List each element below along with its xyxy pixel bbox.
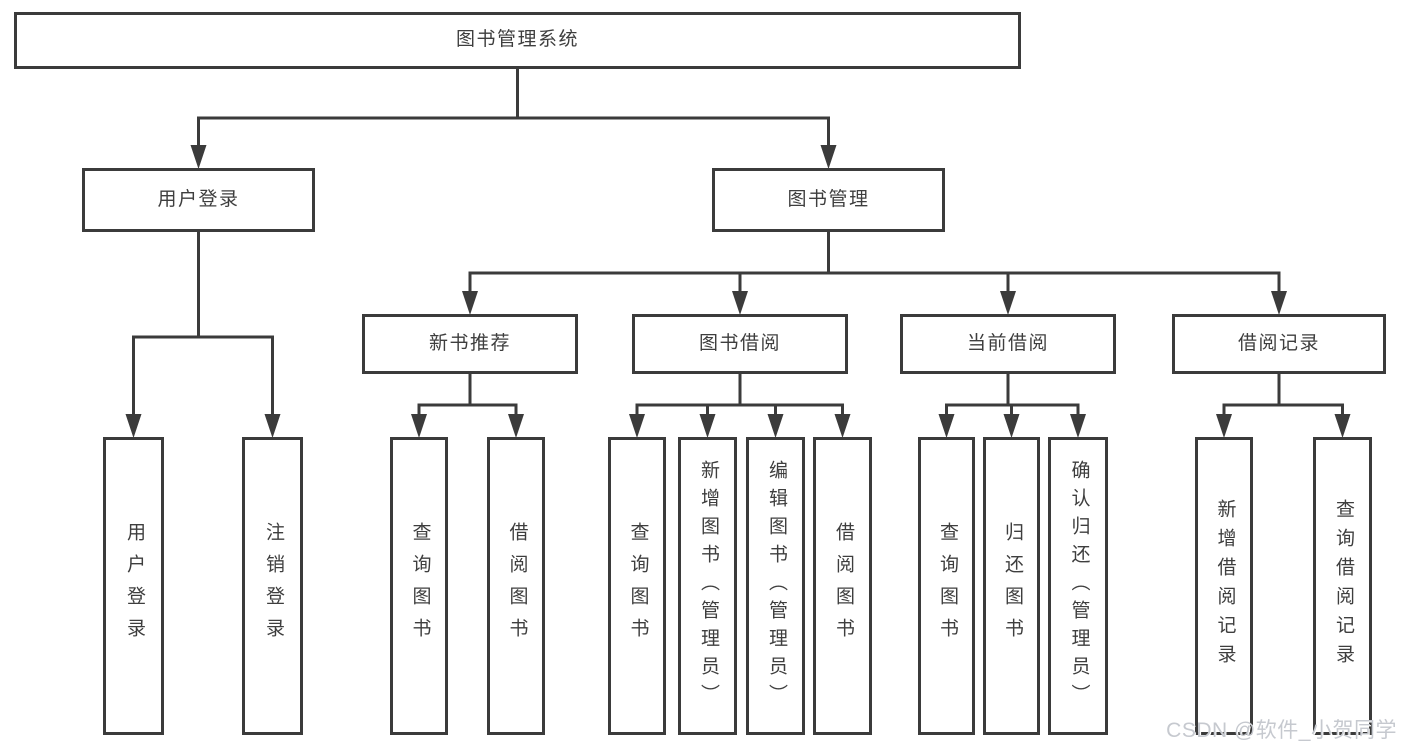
diagram-node-label: 查询图书 xyxy=(936,522,958,650)
diagram-node-label: 图书管理 xyxy=(787,188,870,210)
diagram-node-leaf-return-book: 归还图书 xyxy=(983,437,1040,735)
arrowhead-icon xyxy=(1000,291,1016,315)
arrowhead-icon xyxy=(767,414,784,438)
diagram-node-label: 确认归还（管理员） xyxy=(1068,460,1090,712)
arrowhead-icon xyxy=(732,291,748,315)
diagram-node-label: 用户登录 xyxy=(157,188,240,210)
arrowhead-icon xyxy=(1334,414,1351,438)
diagram-node-label: 图书借阅 xyxy=(698,332,781,354)
diagram-node-label: 注销登录 xyxy=(262,522,284,650)
arrowhead-icon xyxy=(1271,291,1287,315)
arrowhead-icon xyxy=(190,145,207,169)
diagram-node-leaf-edit-book: 编辑图书（管理员） xyxy=(746,437,805,735)
diagram-node-leaf-query-record: 查询借阅记录 xyxy=(1313,437,1372,735)
arrowhead-icon xyxy=(462,291,478,315)
arrowhead-icon xyxy=(834,414,851,438)
diagram-node-current-borrow: 当前借阅 xyxy=(900,314,1116,374)
arrowhead-icon xyxy=(1003,414,1020,438)
arrowhead-icon xyxy=(820,145,837,169)
diagram-node-label: 借阅图书 xyxy=(832,522,854,650)
diagram-node-leaf-logout: 注销登录 xyxy=(242,437,303,735)
arrowhead-icon xyxy=(125,414,142,438)
diagram-node-label: 查询图书 xyxy=(409,522,431,650)
diagram-node-leaf-confirm-return: 确认归还（管理员） xyxy=(1048,437,1108,735)
arrowhead-icon xyxy=(1216,414,1232,438)
diagram-node-leaf-query-book-1: 查询图书 xyxy=(390,437,448,735)
diagram-node-leaf-borrow-book-1: 借阅图书 xyxy=(487,437,545,735)
diagram-node-leaf-user-login: 用户登录 xyxy=(103,437,164,735)
diagram-node-label: 归还图书 xyxy=(1001,522,1023,650)
arrowhead-icon xyxy=(629,414,645,438)
arrowhead-icon xyxy=(411,414,427,438)
arrowhead-icon xyxy=(508,414,524,438)
arrowhead-icon xyxy=(1070,414,1086,438)
diagram-node-label: 借阅记录 xyxy=(1237,332,1320,354)
diagram-node-label: 查询借阅记录 xyxy=(1332,499,1354,673)
diagram-node-root: 图书管理系统 xyxy=(14,12,1021,69)
diagram-node-label: 当前借阅 xyxy=(966,332,1049,354)
diagram-node-label: 新书推荐 xyxy=(428,332,511,354)
diagram-node-label: 查询图书 xyxy=(627,522,649,650)
diagram-node-user-login: 用户登录 xyxy=(82,168,315,232)
arrowhead-icon xyxy=(699,414,716,438)
diagram-node-label: 图书管理系统 xyxy=(455,29,579,51)
diagram-node-new-book-rec: 新书推荐 xyxy=(362,314,578,374)
diagram-node-book-borrow: 图书借阅 xyxy=(632,314,848,374)
diagram-node-leaf-add-record: 新增借阅记录 xyxy=(1195,437,1253,735)
diagram-node-label: 新增借阅记录 xyxy=(1214,499,1236,673)
diagram-node-leaf-query-book-3: 查询图书 xyxy=(918,437,975,735)
diagram-node-leaf-borrow-book-2: 借阅图书 xyxy=(813,437,872,735)
diagram-node-label: 借阅图书 xyxy=(506,522,528,650)
diagram-node-label: 用户登录 xyxy=(123,522,145,650)
watermark: CSDN @软件_小贺同学 xyxy=(1166,719,1397,742)
diagram-node-book-mgmt: 图书管理 xyxy=(712,168,945,232)
arrowhead-icon xyxy=(938,414,955,438)
arrowhead-icon xyxy=(264,414,281,438)
diagram-node-leaf-query-book-2: 查询图书 xyxy=(608,437,666,735)
diagram-node-label: 编辑图书（管理员） xyxy=(765,460,787,712)
diagram-node-label: 新增图书（管理员） xyxy=(697,460,719,712)
diagram-node-leaf-add-book: 新增图书（管理员） xyxy=(678,437,737,735)
diagram-node-borrow-records: 借阅记录 xyxy=(1172,314,1386,374)
